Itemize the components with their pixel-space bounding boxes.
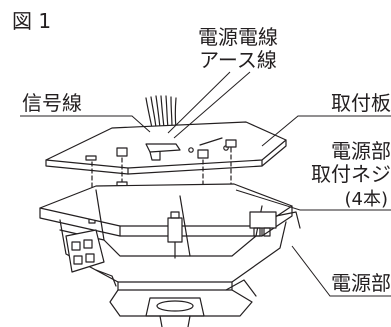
leader-power-wire	[167, 71, 231, 134]
side-connectors	[65, 229, 117, 287]
plate-screw-holes	[85, 139, 237, 161]
leader-lines	[20, 71, 391, 297]
terminal-block	[167, 211, 301, 259]
leader-screw	[235, 189, 391, 211]
leader-mounting-plate	[261, 115, 391, 147]
label-earth-wire: アース線	[199, 48, 277, 72]
leader-power-unit	[291, 245, 391, 297]
mounting-plate-shape	[45, 121, 287, 175]
bottom-mount	[109, 279, 257, 327]
power-unit-housing	[39, 183, 293, 291]
label-screw-line1: 電源部	[331, 139, 391, 163]
label-power-unit: 電源部	[331, 271, 391, 295]
label-mounting-plate: 取付板	[331, 91, 391, 115]
leader-earth-wire	[173, 71, 251, 139]
leader-signal-wire	[20, 115, 151, 133]
label-screw-count: (4本)	[345, 189, 389, 210]
label-power-wire: 電源電線	[198, 25, 278, 49]
label-signal-wire: 信号線	[22, 91, 82, 115]
figure-caption: 図 1	[12, 9, 51, 33]
label-screw-line2: 取付ネジ	[311, 162, 391, 186]
